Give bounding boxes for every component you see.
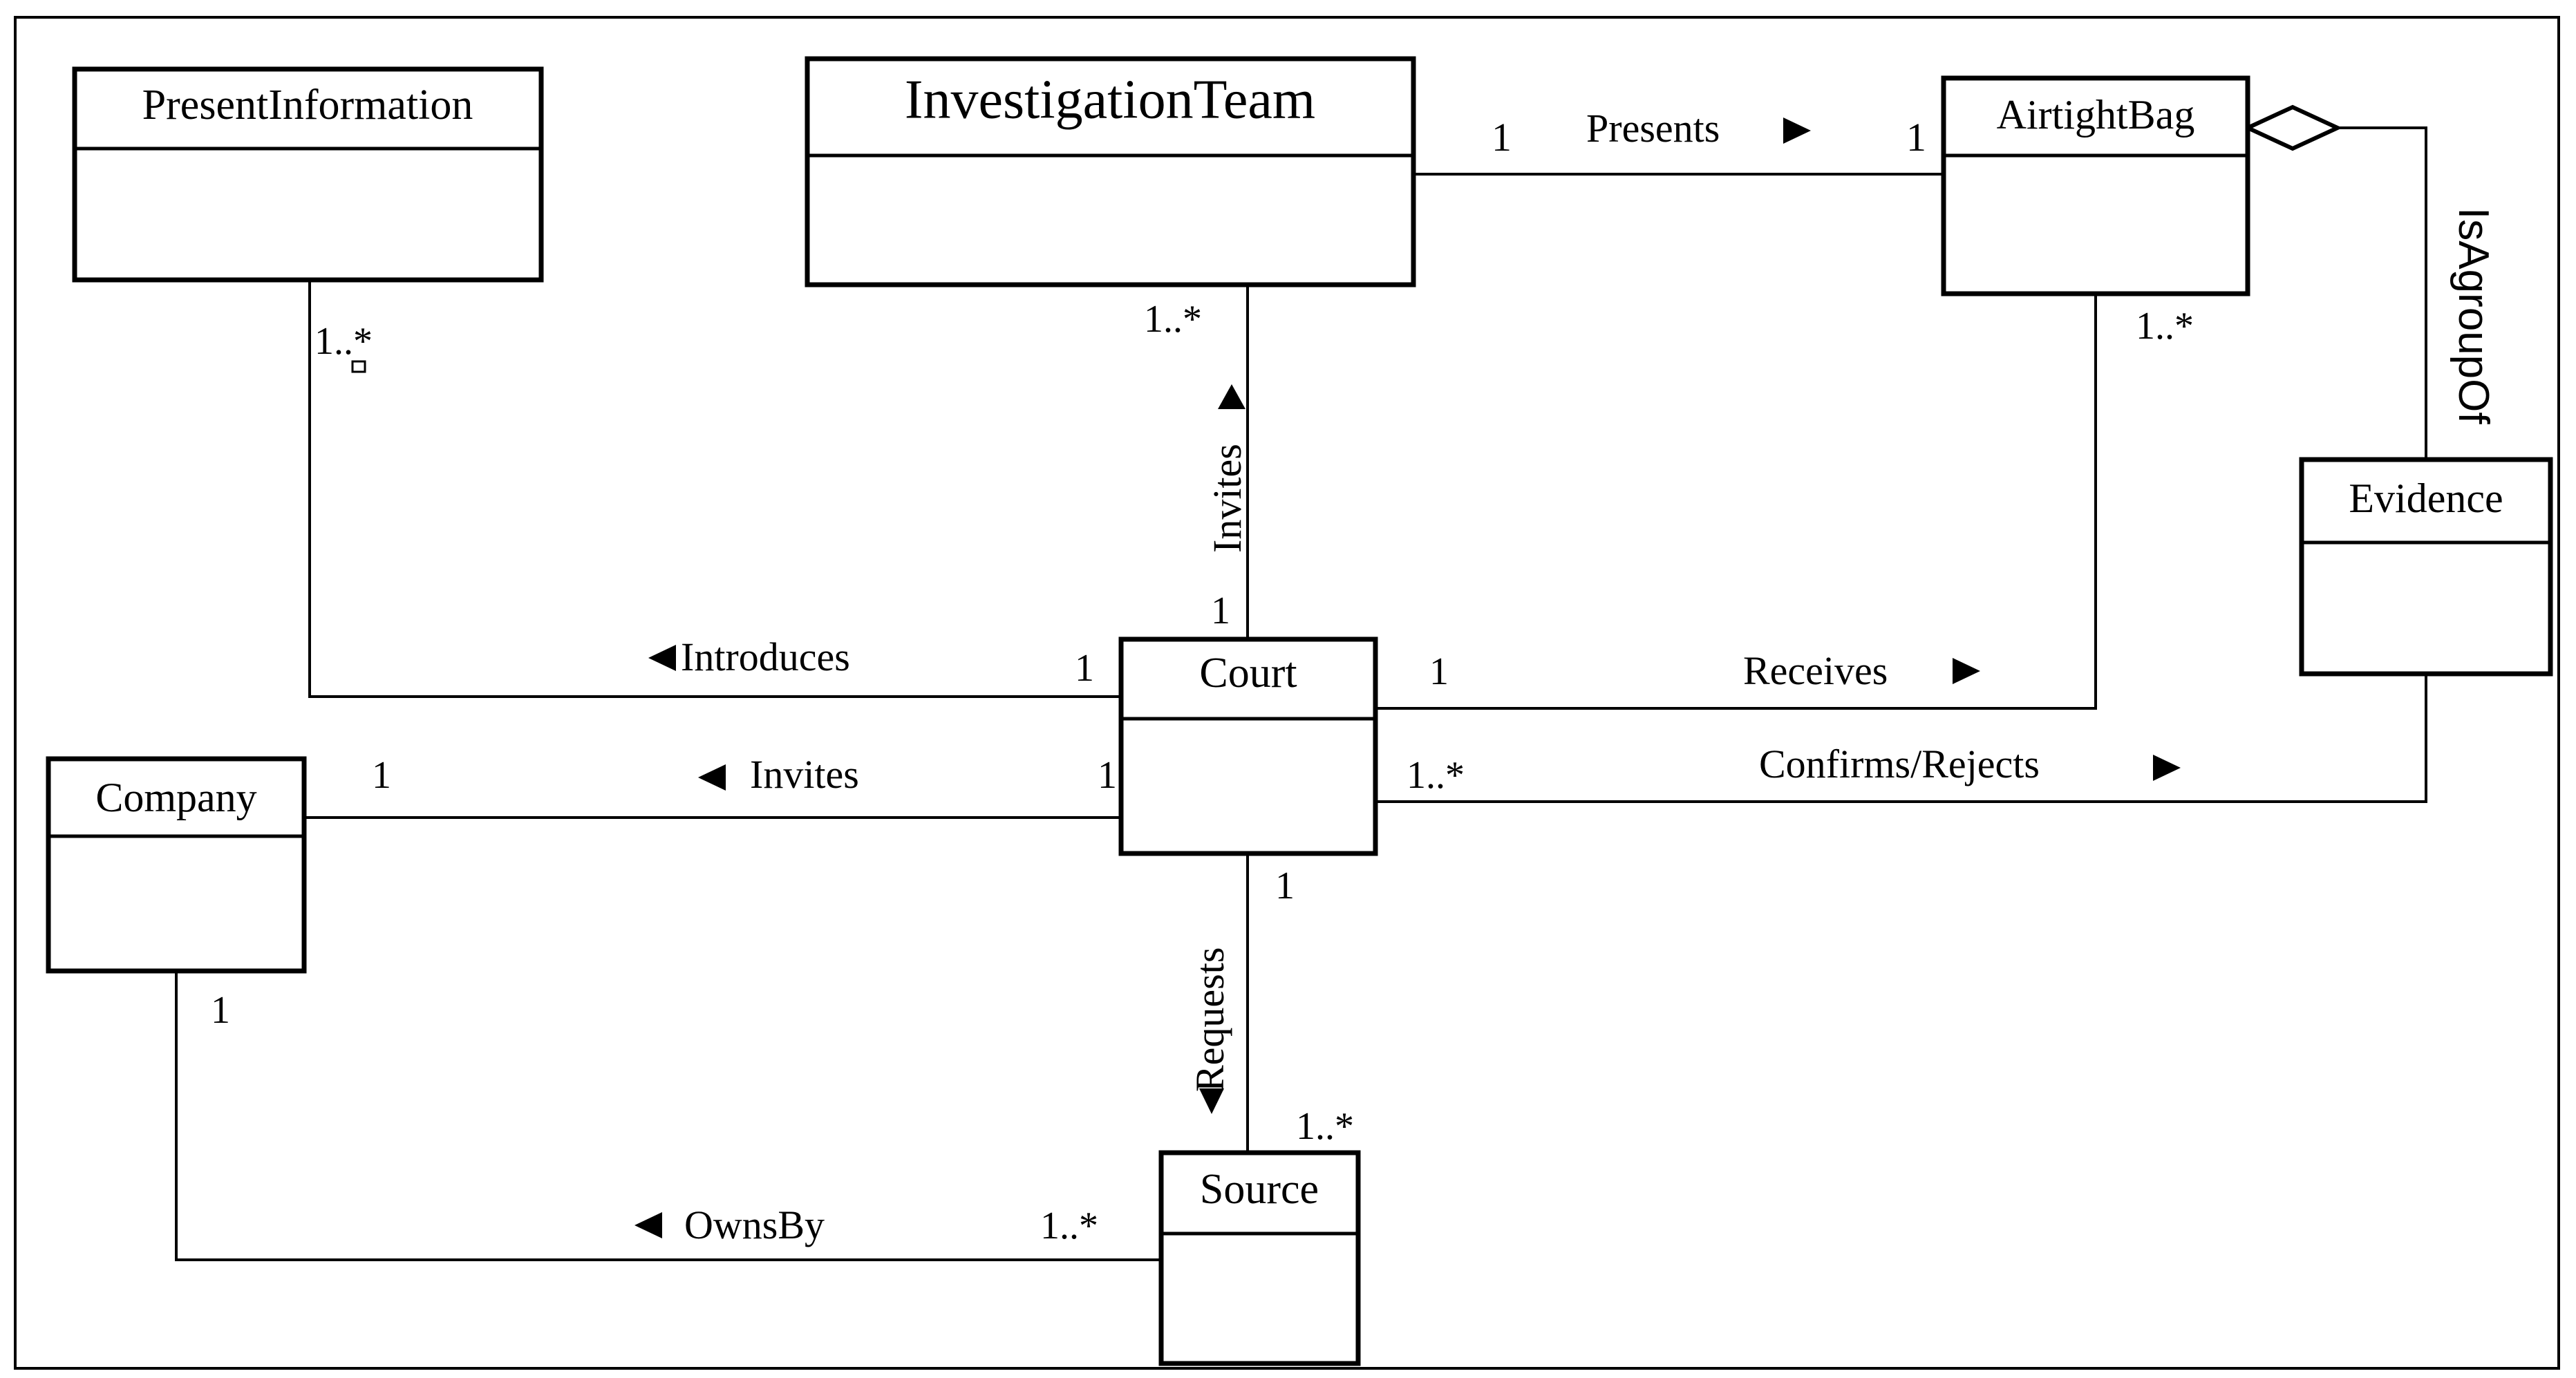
owns-by-label: OwnsBy	[684, 1202, 825, 1247]
owns-by-mult-company: 1	[211, 989, 230, 1032]
class-court-name: Court	[1199, 650, 1297, 697]
requests-mult-court: 1	[1275, 865, 1295, 907]
invites-team-label: Invites	[1205, 444, 1250, 553]
invites-company-arrow	[698, 764, 726, 791]
introduces-mult-info: 1..*	[314, 320, 373, 363]
receives-label: Receives	[1743, 648, 1888, 693]
receives-mult-bag: 1..*	[2136, 305, 2194, 348]
confirms-rejects-arrow	[2153, 755, 2181, 781]
is-a-group-of-label: IsAgroupOf	[2450, 207, 2497, 424]
class-present-information-name: PresentInformation	[142, 82, 473, 129]
owns-by-arrow	[634, 1212, 662, 1238]
class-company: Company	[46, 756, 307, 974]
owns-by-mult-source: 1..*	[1040, 1205, 1098, 1247]
class-investigation-team-name: InvestigationTeam	[905, 69, 1315, 130]
aggregation-diamond	[2242, 104, 2343, 151]
requests-label: Requests	[1187, 947, 1232, 1092]
requests-mult-source: 1..*	[1296, 1105, 1354, 1148]
introduces-label: Introduces	[681, 634, 850, 679]
invites-company-mult-court: 1	[1098, 754, 1117, 797]
confirms-rejects-line	[1375, 674, 2427, 803]
invites-team-mult-team: 1..*	[1144, 298, 1202, 341]
introduces-arrow	[648, 645, 676, 671]
presents-mult-bag: 1	[1906, 115, 1926, 160]
confirms-rejects-mult-court: 1..*	[1407, 754, 1465, 797]
receives-line	[1375, 294, 2097, 710]
class-evidence: Evidence	[2299, 457, 2553, 677]
introduces-line	[308, 280, 1121, 698]
class-airtight-bag: AirtightBag	[1941, 75, 2250, 296]
presents-mult-team: 1	[1492, 115, 1512, 160]
confirms-rejects-label: Confirms/Rejects	[1759, 742, 2040, 786]
invites-company-label: Invites	[750, 752, 859, 797]
class-company-name: Company	[95, 775, 256, 820]
invites-team-mult-court: 1	[1211, 589, 1230, 632]
invites-company-mult-company: 1	[372, 754, 391, 797]
class-investigation-team: InvestigationTeam	[805, 56, 1416, 287]
class-court: Court	[1118, 636, 1378, 856]
class-airtight-bag-name: AirtightBag	[1997, 92, 2195, 138]
introduces-mult-marker	[351, 360, 366, 373]
presents-label: Presents	[1586, 106, 1720, 151]
presents-arrow	[1783, 117, 1811, 144]
is-a-group-of-line	[2338, 126, 2427, 460]
requests-arrow	[1199, 1088, 1224, 1114]
class-source-name: Source	[1200, 1166, 1319, 1213]
introduces-mult-court: 1	[1075, 647, 1094, 690]
class-present-information: PresentInformation	[72, 66, 544, 283]
invites-team-arrow	[1218, 384, 1245, 409]
receives-arrow	[1953, 658, 1980, 684]
owns-by-line	[175, 971, 1161, 1261]
class-source: Source	[1158, 1150, 1361, 1366]
receives-mult-court: 1	[1429, 650, 1449, 693]
class-evidence-name: Evidence	[2349, 475, 2503, 521]
